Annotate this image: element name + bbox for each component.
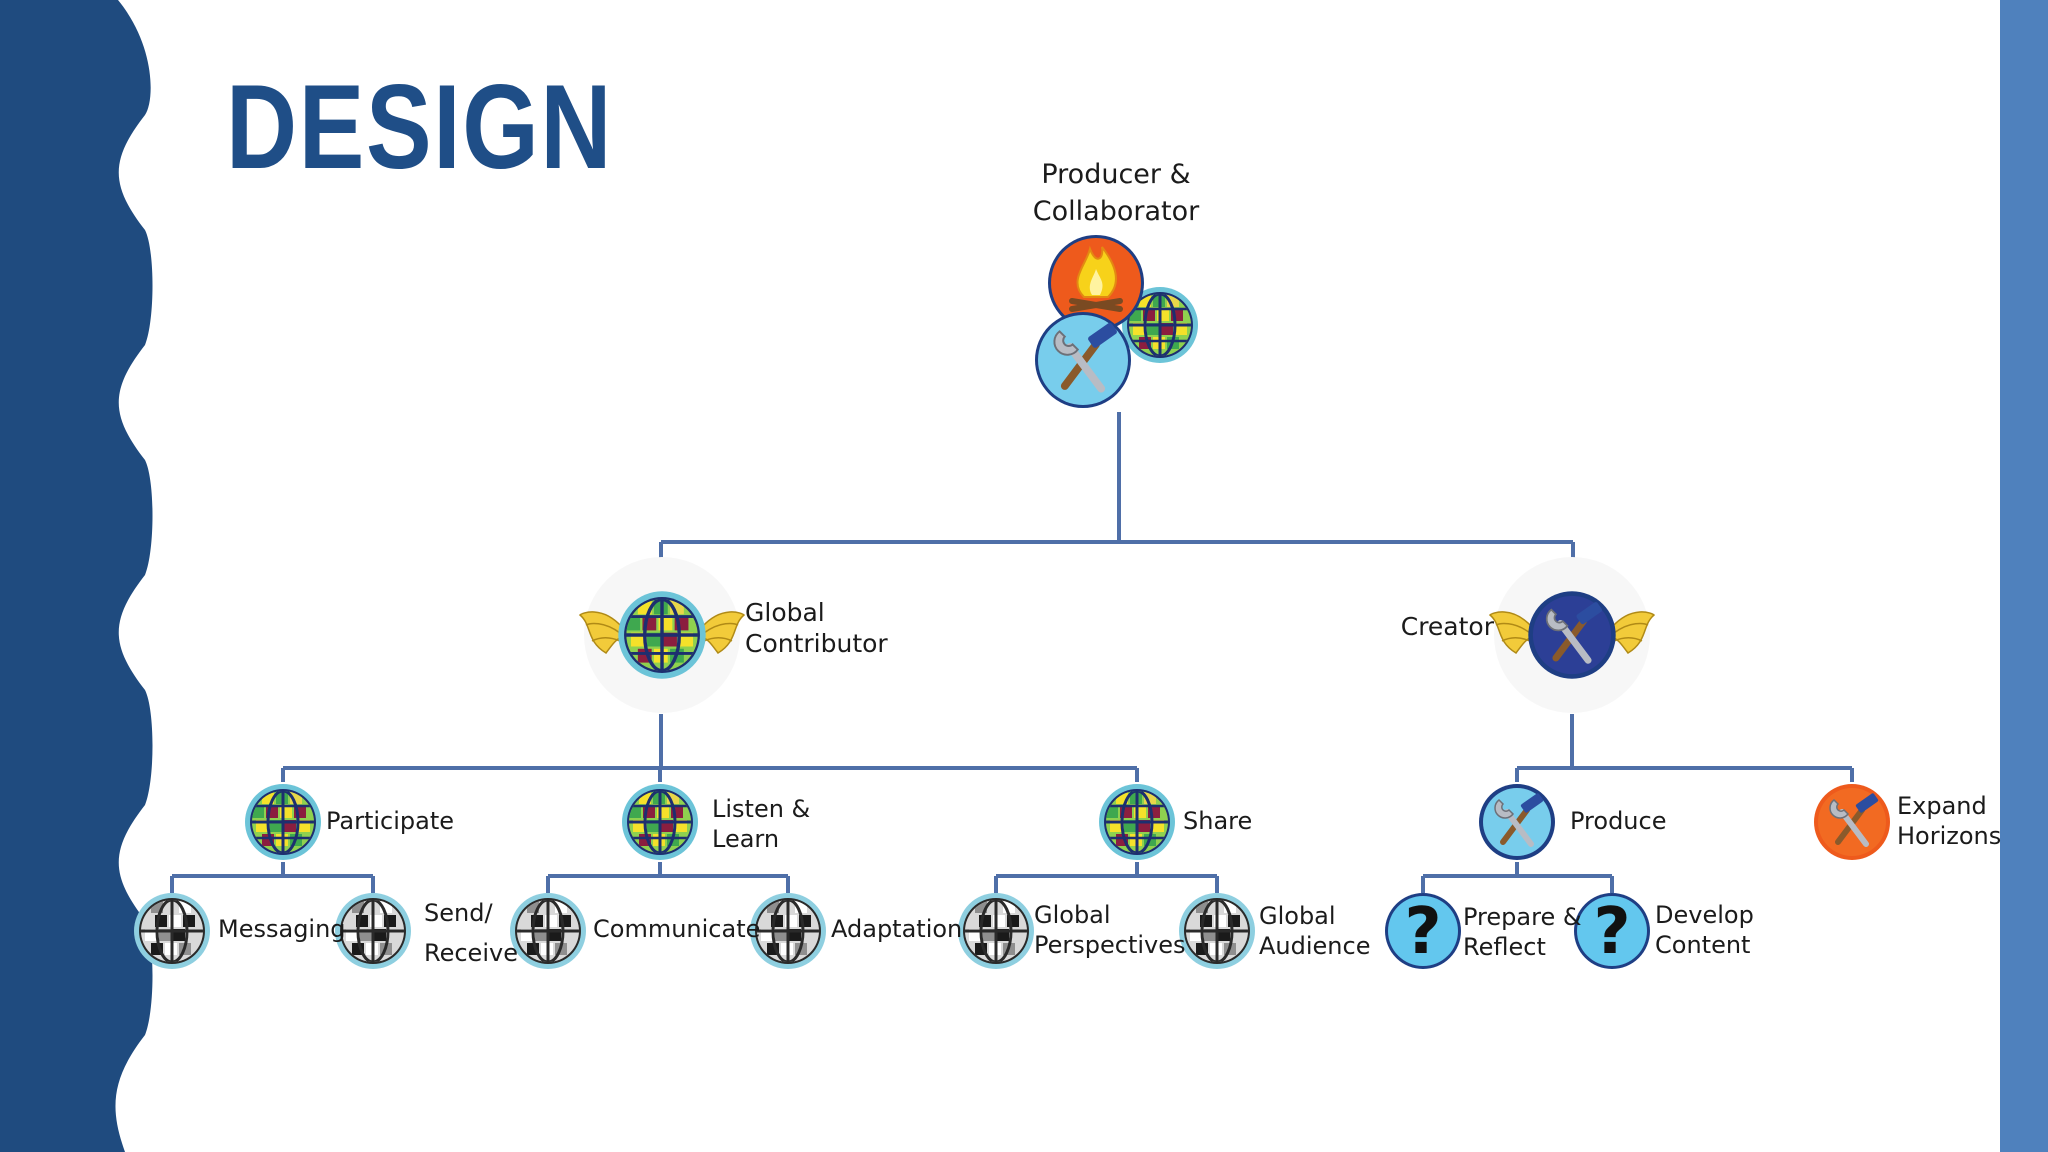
communicate-label: Communicate [593,914,760,944]
listen-learn-line1: Listen & [712,795,811,823]
slide-title: DESIGN [226,60,614,194]
listen-learn-label: Listen & Learn [712,794,810,854]
share-label: Share [1183,807,1253,835]
prepare-reflect-line1: Prepare & [1463,903,1582,931]
produce-label: Produce [1570,807,1667,835]
global-perspectives-line1: Global [1034,901,1111,929]
listen-learn-connector [546,862,790,893]
global-contributor-line2: Contributor [745,629,888,658]
question-mark-icon [1385,893,1461,969]
tools-badge-icon [1035,312,1131,408]
expand-horizons-label: Expand Horizons [1897,791,2001,851]
adaptation-label: Adaptation [831,914,962,944]
messaging-line1: Messaging [218,915,346,943]
send-receive-line2: Receive [424,939,518,967]
send-receive-line1: Send/ [424,899,493,927]
global-contributor-label: Global Contributor [745,597,888,659]
listen-learn-line2: Learn [712,825,780,853]
orange-tools-icon [1814,784,1890,860]
creator-label: Creator [1400,612,1494,641]
campfire-icon [1048,235,1144,331]
root-connector [659,412,1575,562]
expand-horizons-line1: Expand [1897,792,1987,820]
gray-globe-icon [958,893,1034,969]
gray-globe-icon [134,893,210,969]
globe-icon [1099,784,1175,860]
gray-globe-icon [335,893,411,969]
right-accent-band [2000,0,2048,1152]
participate-connector [170,862,375,893]
send-receive-label: Send/ Receive [424,893,518,973]
winged-tools-icon [1489,557,1655,713]
prepare-reflect-line2: Reflect [1463,933,1546,961]
expand-horizons-line2: Horizons [1897,822,2002,850]
left-wavy-band [0,0,153,1152]
gray-globe-icon [1179,893,1255,969]
participate-label: Participate [326,807,455,835]
develop-content-line1: Develop [1655,901,1754,929]
adaptation-line1: Adaptation [831,915,963,943]
global-perspectives-label: Global Perspectives [1034,900,1186,960]
root-label-line1: Producer & [1041,159,1191,190]
globe-icon [622,784,698,860]
global-perspectives-line2: Perspectives [1034,931,1186,959]
global-contributor-connector [281,714,1139,782]
question-mark-icon [1574,893,1650,969]
develop-content-line2: Content [1655,931,1751,959]
gray-globe-icon [750,893,826,969]
winged-globe-icon [579,557,745,713]
gray-globe-icon [510,893,586,969]
globe-icon [245,784,321,860]
connector-lines [170,412,1854,893]
root-label-line2: Collaborator [1032,196,1200,227]
prepare-reflect-label: Prepare & Reflect [1463,902,1582,962]
communicate-line1: Communicate [593,915,761,943]
global-audience-line2: Audience [1259,932,1371,960]
share-connector [994,862,1219,893]
global-contributor-line1: Global [745,598,825,627]
global-audience-label: Global Audience [1259,901,1370,961]
produce-connector [1421,862,1614,893]
combined-badge-icon [1030,230,1208,410]
wavy-band-shape [0,0,153,1152]
tools-icon [1479,784,1555,860]
global-audience-line1: Global [1259,902,1336,930]
creator-connector [1515,714,1854,782]
messaging-label: Messaging [218,914,346,944]
develop-content-label: Develop Content [1655,900,1754,960]
root-label: Producer & Collaborator [1016,156,1216,230]
